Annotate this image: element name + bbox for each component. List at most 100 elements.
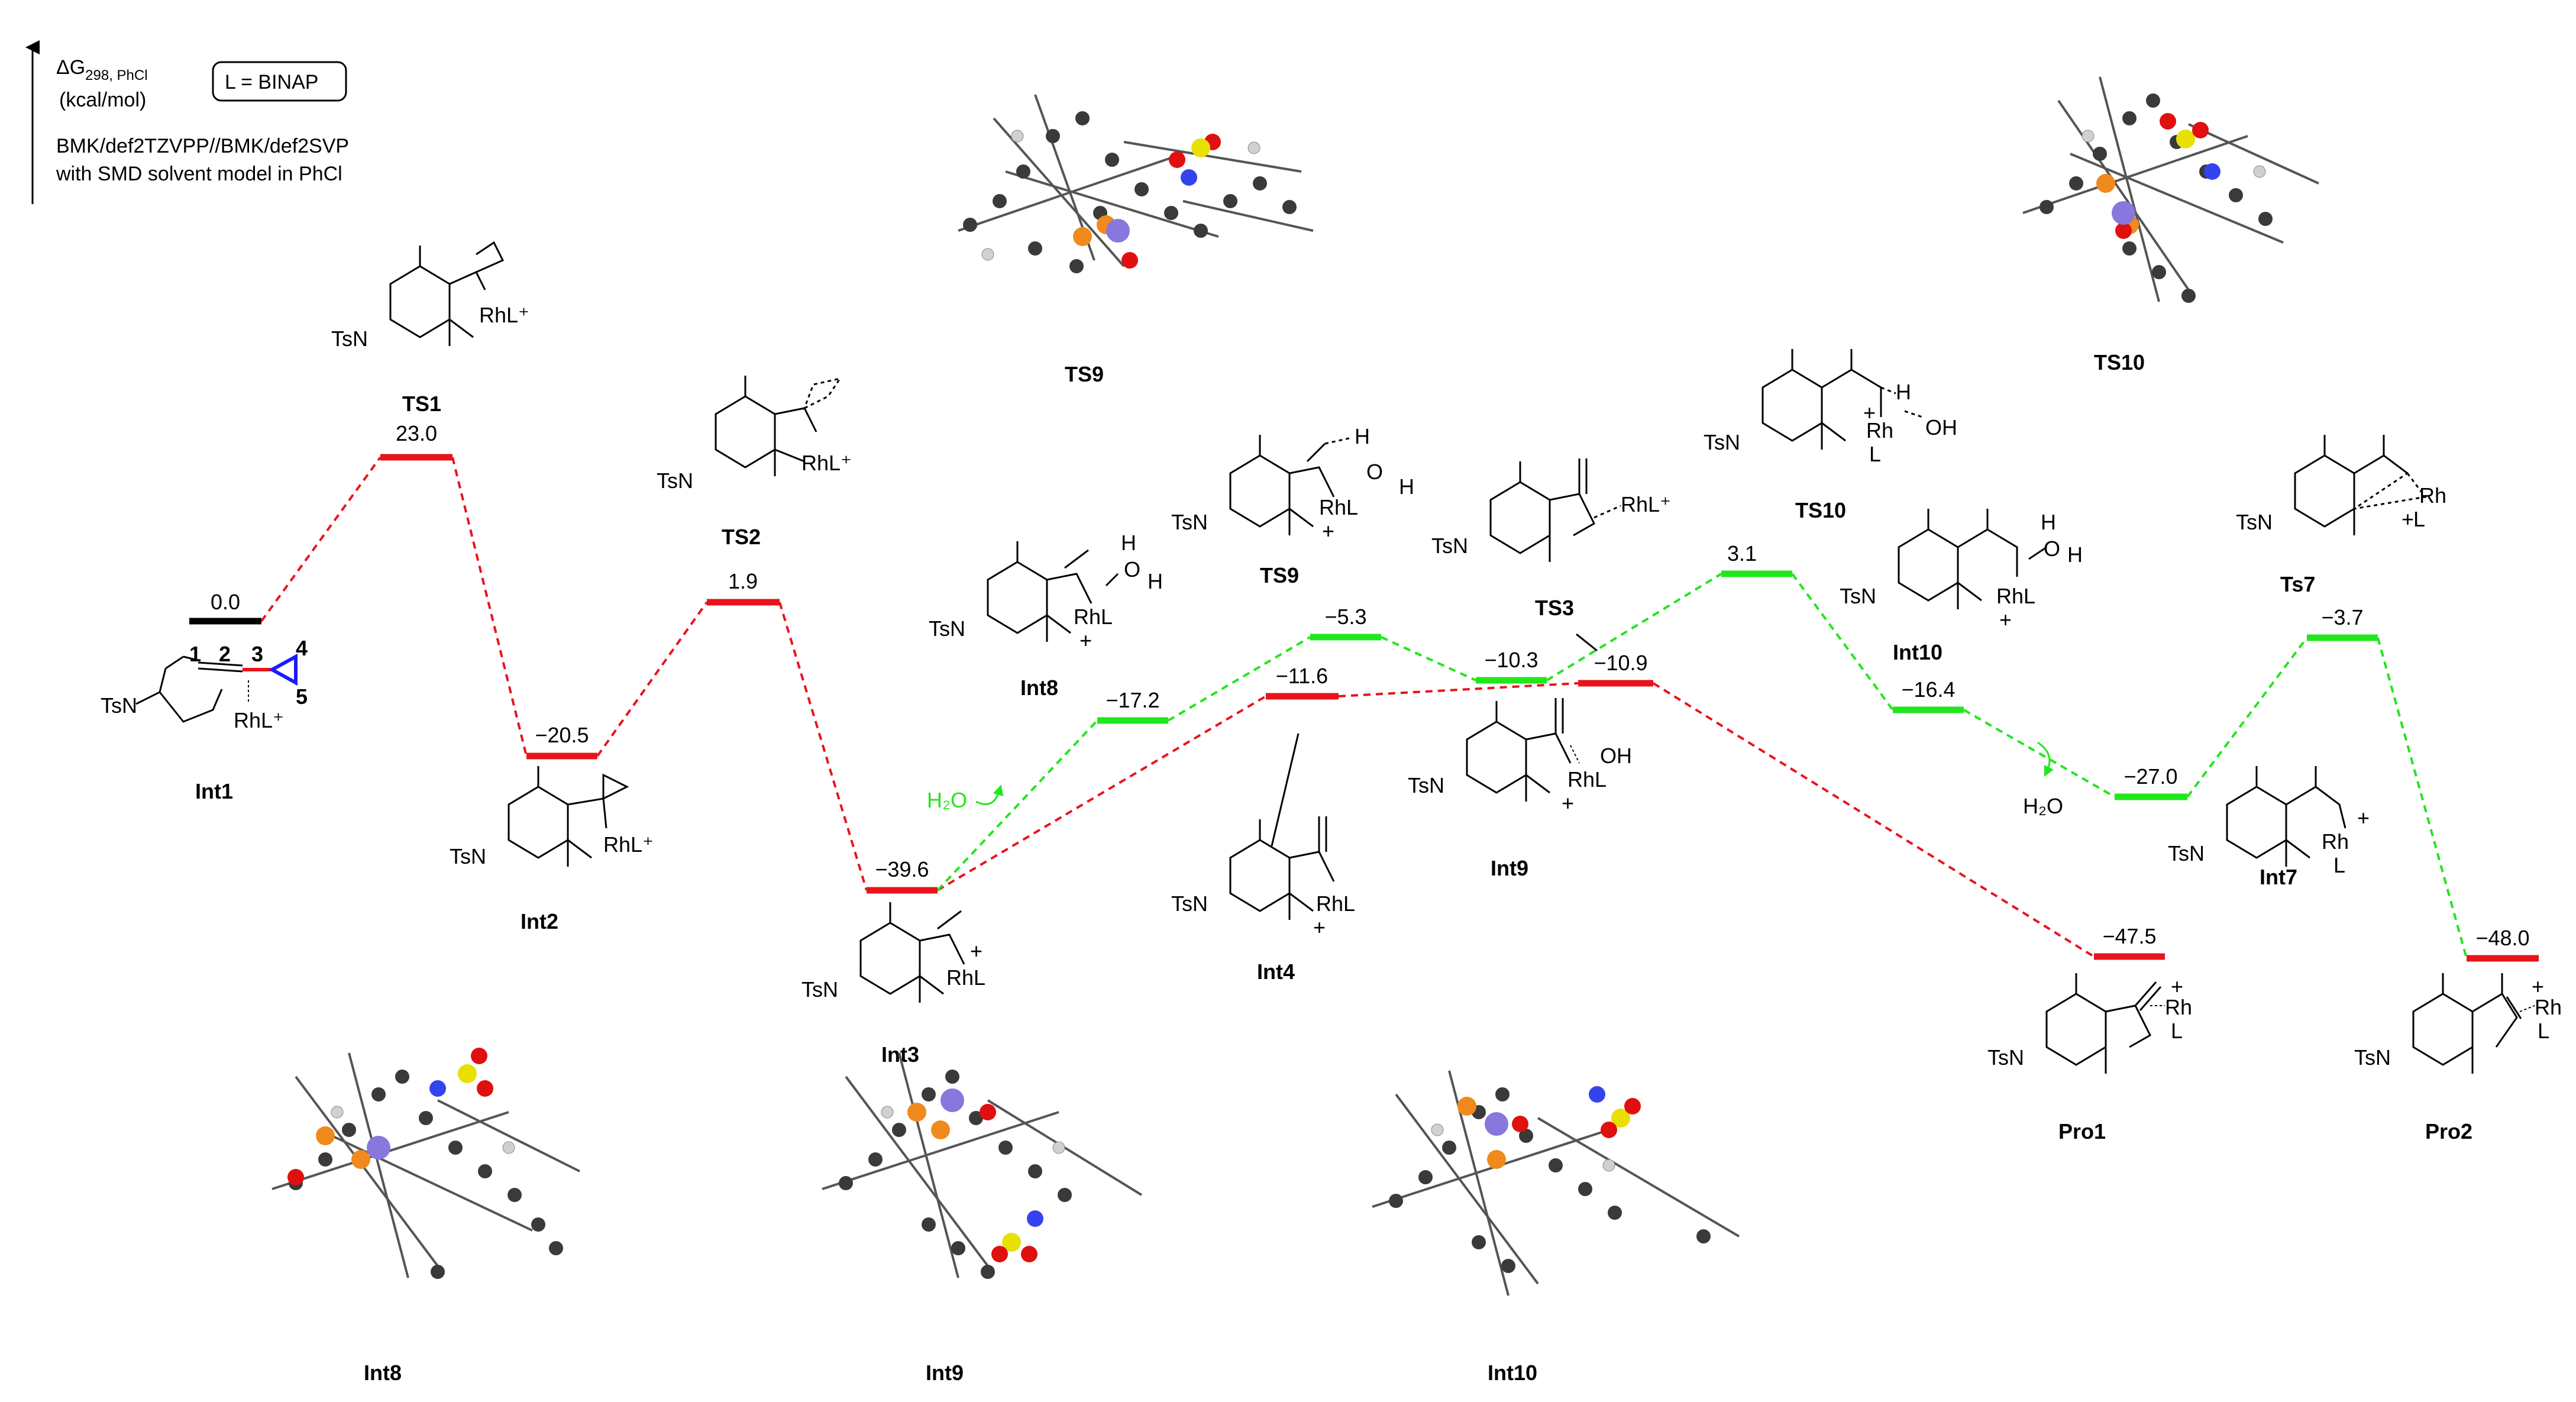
model-3d-ts9 [958,94,1314,273]
model-3d-int8 [272,1048,580,1279]
leader-int4 [1271,733,1300,847]
int1-num4: 4 [296,636,308,660]
int8-plus: + [1079,628,1092,652]
water-in-arrow [975,784,1004,805]
connector-int1-ts1 [260,456,382,622]
connector-int10-int7 [1963,709,2115,798]
ligand-box [212,61,347,102]
int10-h1: H [2041,510,2056,534]
axis-label: ΔG298, PhCl [56,56,148,83]
int1-rhl: RhL⁺ [234,708,284,732]
connector-int3-int4 [936,695,1267,891]
water-in-label: H₂O [927,788,967,812]
label-int1: Int1 [195,779,233,803]
structure-ts10: TsN H Rh OH + L [1704,349,1957,466]
label-ts9: TS9 [1260,563,1299,587]
ts9-h2: H [1399,474,1414,499]
int10-h2: H [2067,542,2083,567]
ts7-plus: + [2402,507,2414,531]
int4-rhl: RhL [1316,891,1355,916]
label-ts3: TS3 [1535,596,1574,620]
structure-ts9: TsN RhL H O H + [1171,424,1414,543]
ts2-rhl: RhL⁺ [801,451,852,475]
structure-int4: TsN RhL + [1171,816,1355,939]
value-ts9: −5.3 [1324,605,1366,629]
value-ts2: 1.9 [728,569,758,593]
pro1-plus: + [2171,974,2183,999]
structure-int3: TsN RhL + [801,902,985,1003]
int3-plus: + [970,939,982,963]
ts10-h: H [1896,380,1911,404]
water-in: H₂O [927,784,1004,812]
int7-rh: Rh [2322,829,2349,854]
pro1-l: L [2171,1019,2183,1043]
water-out: H₂O [2023,741,2063,818]
connector-ts10-int10 [1791,573,1894,711]
value-ts3: −10.9 [1594,651,1647,675]
water-out-arrow [2037,741,2054,777]
connector-ts1-int2 [451,457,528,757]
connector-int8-ts9 [1167,636,1311,722]
ts1-rhl: RhL⁺ [479,303,529,327]
label-int10: Int10 [1893,640,1942,664]
structure-ts7: TsN Rh + L [2236,435,2446,535]
pro1-rh: Rh [2165,995,2192,1019]
label-int8: Int8 [1020,676,1058,700]
structure-ts1: TsN RhL⁺ [331,241,529,351]
value-ts7: −3.7 [2321,605,2363,629]
int3-tsn: TsN [801,977,838,1002]
connector-int4-ts3 [1338,682,1579,697]
label-pro1: Pro1 [2058,1119,2106,1143]
value-int3: −39.6 [875,857,929,881]
label-ts2: TS2 [722,525,761,549]
label-ts10: TS10 [1795,498,1846,522]
value-int1: 0.0 [211,590,240,614]
structure-int9: TsN RhL OH + [1408,698,1632,815]
connectors [260,456,2468,959]
structure-ts3: TsN RhL⁺ [1431,458,1671,562]
int7-plus: + [2357,806,2370,830]
pro2-plus: + [2532,974,2544,999]
ligand-box-label: L = BINAP [225,71,318,93]
pro2-l: L [2538,1019,2549,1043]
connector-int9-ts10 [1546,573,1722,681]
connector-ts7-pro2 [2377,637,2468,959]
value-ts1: 23.0 [396,421,437,445]
ts9-rhl: RhL [1319,495,1358,519]
int1-num5: 5 [296,684,308,709]
int2-tsn: TsN [450,844,486,868]
int3-rhl: RhL [946,965,985,990]
int7-tsn: TsN [2168,841,2205,865]
ts7-rh: Rh [2419,483,2446,508]
value-ts10: 3.1 [1727,541,1757,566]
int2-rhl: RhL⁺ [603,832,654,857]
int1-tsn: TsN [101,693,137,718]
int8-rhl: RhL [1074,605,1113,629]
int4-tsn: TsN [1171,891,1208,916]
structure-int7: TsN Rh + L [2168,766,2370,877]
structure-ts2: TsN RhL⁺ [657,376,852,493]
ts9-h: H [1355,424,1370,448]
int8-tsn: TsN [929,616,965,641]
connector-ts2-int3 [778,602,868,891]
value-int10: −16.4 [1901,677,1955,702]
label-int9-3d: Int9 [926,1361,964,1385]
connector-ts3-pro1 [1652,682,2095,958]
value-int9: −10.3 [1484,648,1538,672]
int9-tsn: TsN [1408,773,1444,797]
connector-int7-ts7 [2186,637,2308,798]
int9-oh: OH [1600,744,1632,768]
energy-values: 0.0 23.0 −20.5 1.9 −39.6 −11.6 −10.9 −47… [211,421,2530,950]
structure-pro2: TsN Rh + L [2354,973,2562,1074]
ts7-l: L [2413,507,2425,531]
structure-pro1: TsN Rh + L [1987,973,2192,1074]
axis-units: (kcal/mol) [59,89,146,111]
ts10-rh: Rh [1866,418,1893,442]
leader-ts3 [1576,633,1598,652]
label-ts7: Ts7 [2280,572,2315,596]
int10-o: O [2044,537,2060,561]
value-pro2: −48.0 [2475,926,2529,950]
ts7-tsn: TsN [2236,510,2273,534]
water-out-label: H₂O [2023,794,2063,818]
method-line-2: with SMD solvent model in PhCl [56,163,342,185]
